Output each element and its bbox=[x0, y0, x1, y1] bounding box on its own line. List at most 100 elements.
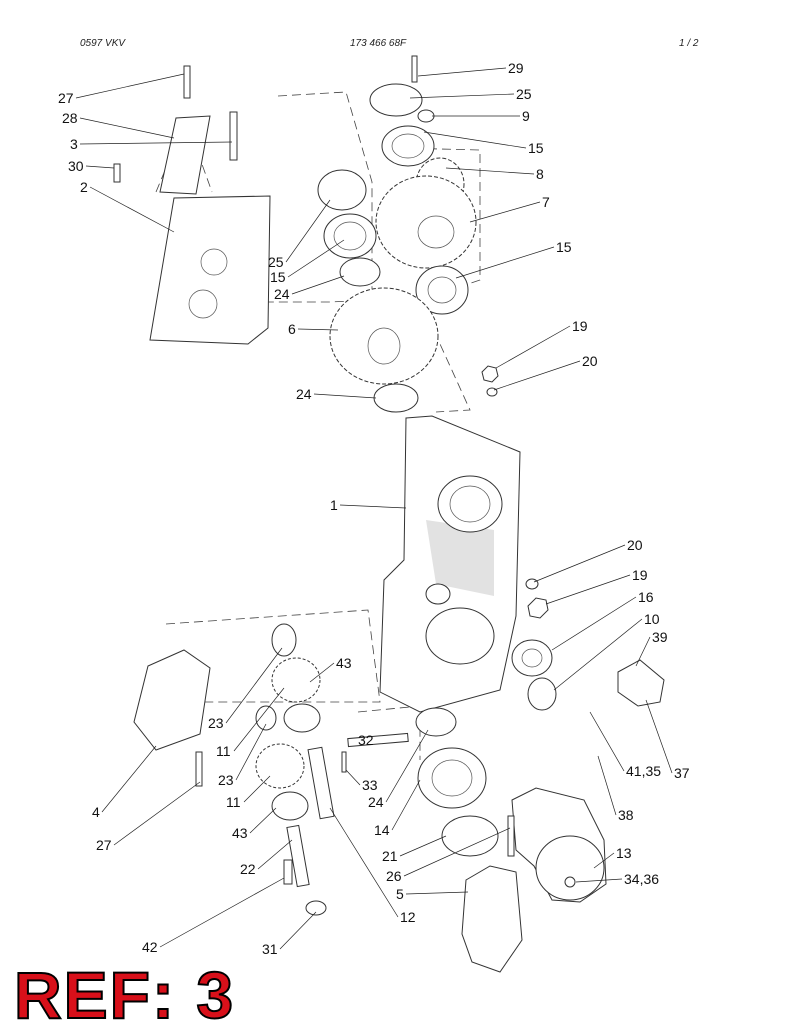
callout-24: 24 bbox=[274, 286, 290, 302]
callout-19: 19 bbox=[632, 567, 648, 583]
gear-7 bbox=[375, 175, 477, 269]
callout-15: 15 bbox=[556, 239, 572, 255]
leader-line bbox=[399, 835, 447, 857]
leader-line bbox=[533, 544, 626, 583]
bushing-10 bbox=[527, 677, 557, 711]
leader-line bbox=[113, 781, 201, 846]
callout-9: 9 bbox=[522, 108, 530, 124]
callout-32: 32 bbox=[358, 732, 374, 748]
circlip-24-upper bbox=[339, 257, 381, 287]
callout-31: 31 bbox=[262, 941, 278, 957]
leader-line bbox=[339, 504, 407, 509]
callout-23: 23 bbox=[218, 772, 234, 788]
leader-line bbox=[249, 807, 277, 834]
leader-line bbox=[285, 199, 331, 263]
callout-2: 2 bbox=[80, 179, 88, 195]
leader-line bbox=[553, 618, 643, 691]
leader-line bbox=[635, 636, 651, 667]
washer-9 bbox=[417, 109, 435, 123]
leader-line bbox=[225, 647, 283, 724]
callout-labels: 2728330229259158715251524624192012019161… bbox=[58, 60, 690, 957]
seal-21 bbox=[441, 815, 499, 857]
bearing-15-lower bbox=[415, 265, 469, 315]
callout-16: 16 bbox=[638, 589, 654, 605]
callout-43: 43 bbox=[232, 825, 248, 841]
leader-line bbox=[287, 239, 345, 278]
callout-14: 14 bbox=[374, 822, 390, 838]
gear-6 bbox=[329, 287, 439, 385]
leader-line bbox=[597, 755, 617, 816]
leader-line bbox=[405, 891, 469, 895]
leader-line bbox=[645, 699, 673, 774]
callout-24: 24 bbox=[296, 386, 312, 402]
gear-43-upper bbox=[271, 657, 321, 703]
leader-line bbox=[243, 775, 271, 803]
leader-line bbox=[101, 745, 157, 813]
callout-15: 15 bbox=[528, 140, 544, 156]
callout-39: 39 bbox=[652, 629, 668, 645]
callout-6: 6 bbox=[288, 321, 296, 337]
leader-line bbox=[493, 360, 581, 391]
leader-line bbox=[403, 827, 511, 877]
leader-line bbox=[391, 779, 421, 831]
reference-label: REF: 3 bbox=[13, 958, 236, 1032]
shaft-5 bbox=[461, 865, 523, 973]
callout-11: 11 bbox=[226, 794, 241, 810]
callout-42: 42 bbox=[142, 939, 158, 955]
callout-5: 5 bbox=[396, 886, 404, 902]
leader-line bbox=[417, 67, 507, 77]
callout-8: 8 bbox=[536, 166, 544, 182]
callout-22: 22 bbox=[240, 861, 256, 877]
leader-line bbox=[257, 839, 293, 870]
callout-15: 15 bbox=[270, 269, 286, 285]
callout-28: 28 bbox=[62, 110, 78, 126]
cover-4 bbox=[133, 649, 211, 751]
leader-line bbox=[89, 186, 175, 233]
header-doc-code: 0597 VKV bbox=[80, 38, 126, 49]
leader-line bbox=[385, 729, 429, 803]
callout-34-36: 34,36 bbox=[624, 871, 659, 887]
cover-plate-2 bbox=[149, 195, 271, 345]
callout-13: 13 bbox=[616, 845, 632, 861]
leader-line bbox=[545, 574, 631, 605]
callout-12: 12 bbox=[400, 909, 416, 925]
bearing-15-left bbox=[323, 213, 377, 259]
leader-line bbox=[469, 201, 541, 223]
leader-line bbox=[345, 769, 361, 786]
callout-38: 38 bbox=[618, 807, 634, 823]
leader-line bbox=[79, 141, 233, 145]
leader-line bbox=[593, 852, 615, 869]
callout-3: 3 bbox=[70, 136, 78, 152]
callout-7: 7 bbox=[542, 194, 550, 210]
leader-line bbox=[423, 131, 527, 149]
plate-28 bbox=[159, 115, 211, 195]
leader-line bbox=[589, 711, 625, 772]
callout-37: 37 bbox=[674, 765, 690, 781]
callout-10: 10 bbox=[644, 611, 660, 627]
leader-line bbox=[85, 165, 115, 169]
leader-line bbox=[329, 807, 399, 918]
callout-23: 23 bbox=[208, 715, 224, 731]
bearing-14 bbox=[417, 747, 487, 809]
callout-20: 20 bbox=[582, 353, 598, 369]
callout-27: 27 bbox=[96, 837, 112, 853]
leader-line bbox=[235, 723, 267, 781]
callout-20: 20 bbox=[627, 537, 643, 553]
leader-line bbox=[409, 93, 515, 99]
callout-25: 25 bbox=[516, 86, 532, 102]
callout-24: 24 bbox=[368, 794, 384, 810]
leader-line bbox=[575, 878, 623, 883]
callout-1: 1 bbox=[330, 497, 338, 513]
leader-line bbox=[75, 73, 185, 99]
leader-line bbox=[313, 393, 377, 399]
callout-19: 19 bbox=[572, 318, 588, 334]
leader-line bbox=[233, 687, 285, 752]
circlip-24-lower bbox=[373, 383, 419, 413]
callout-26: 26 bbox=[386, 868, 402, 884]
leader-line bbox=[445, 167, 535, 175]
callout-30: 30 bbox=[68, 158, 84, 174]
leader-line bbox=[297, 328, 339, 331]
circlip-24-bottom bbox=[415, 707, 457, 737]
callout-4: 4 bbox=[92, 804, 100, 820]
